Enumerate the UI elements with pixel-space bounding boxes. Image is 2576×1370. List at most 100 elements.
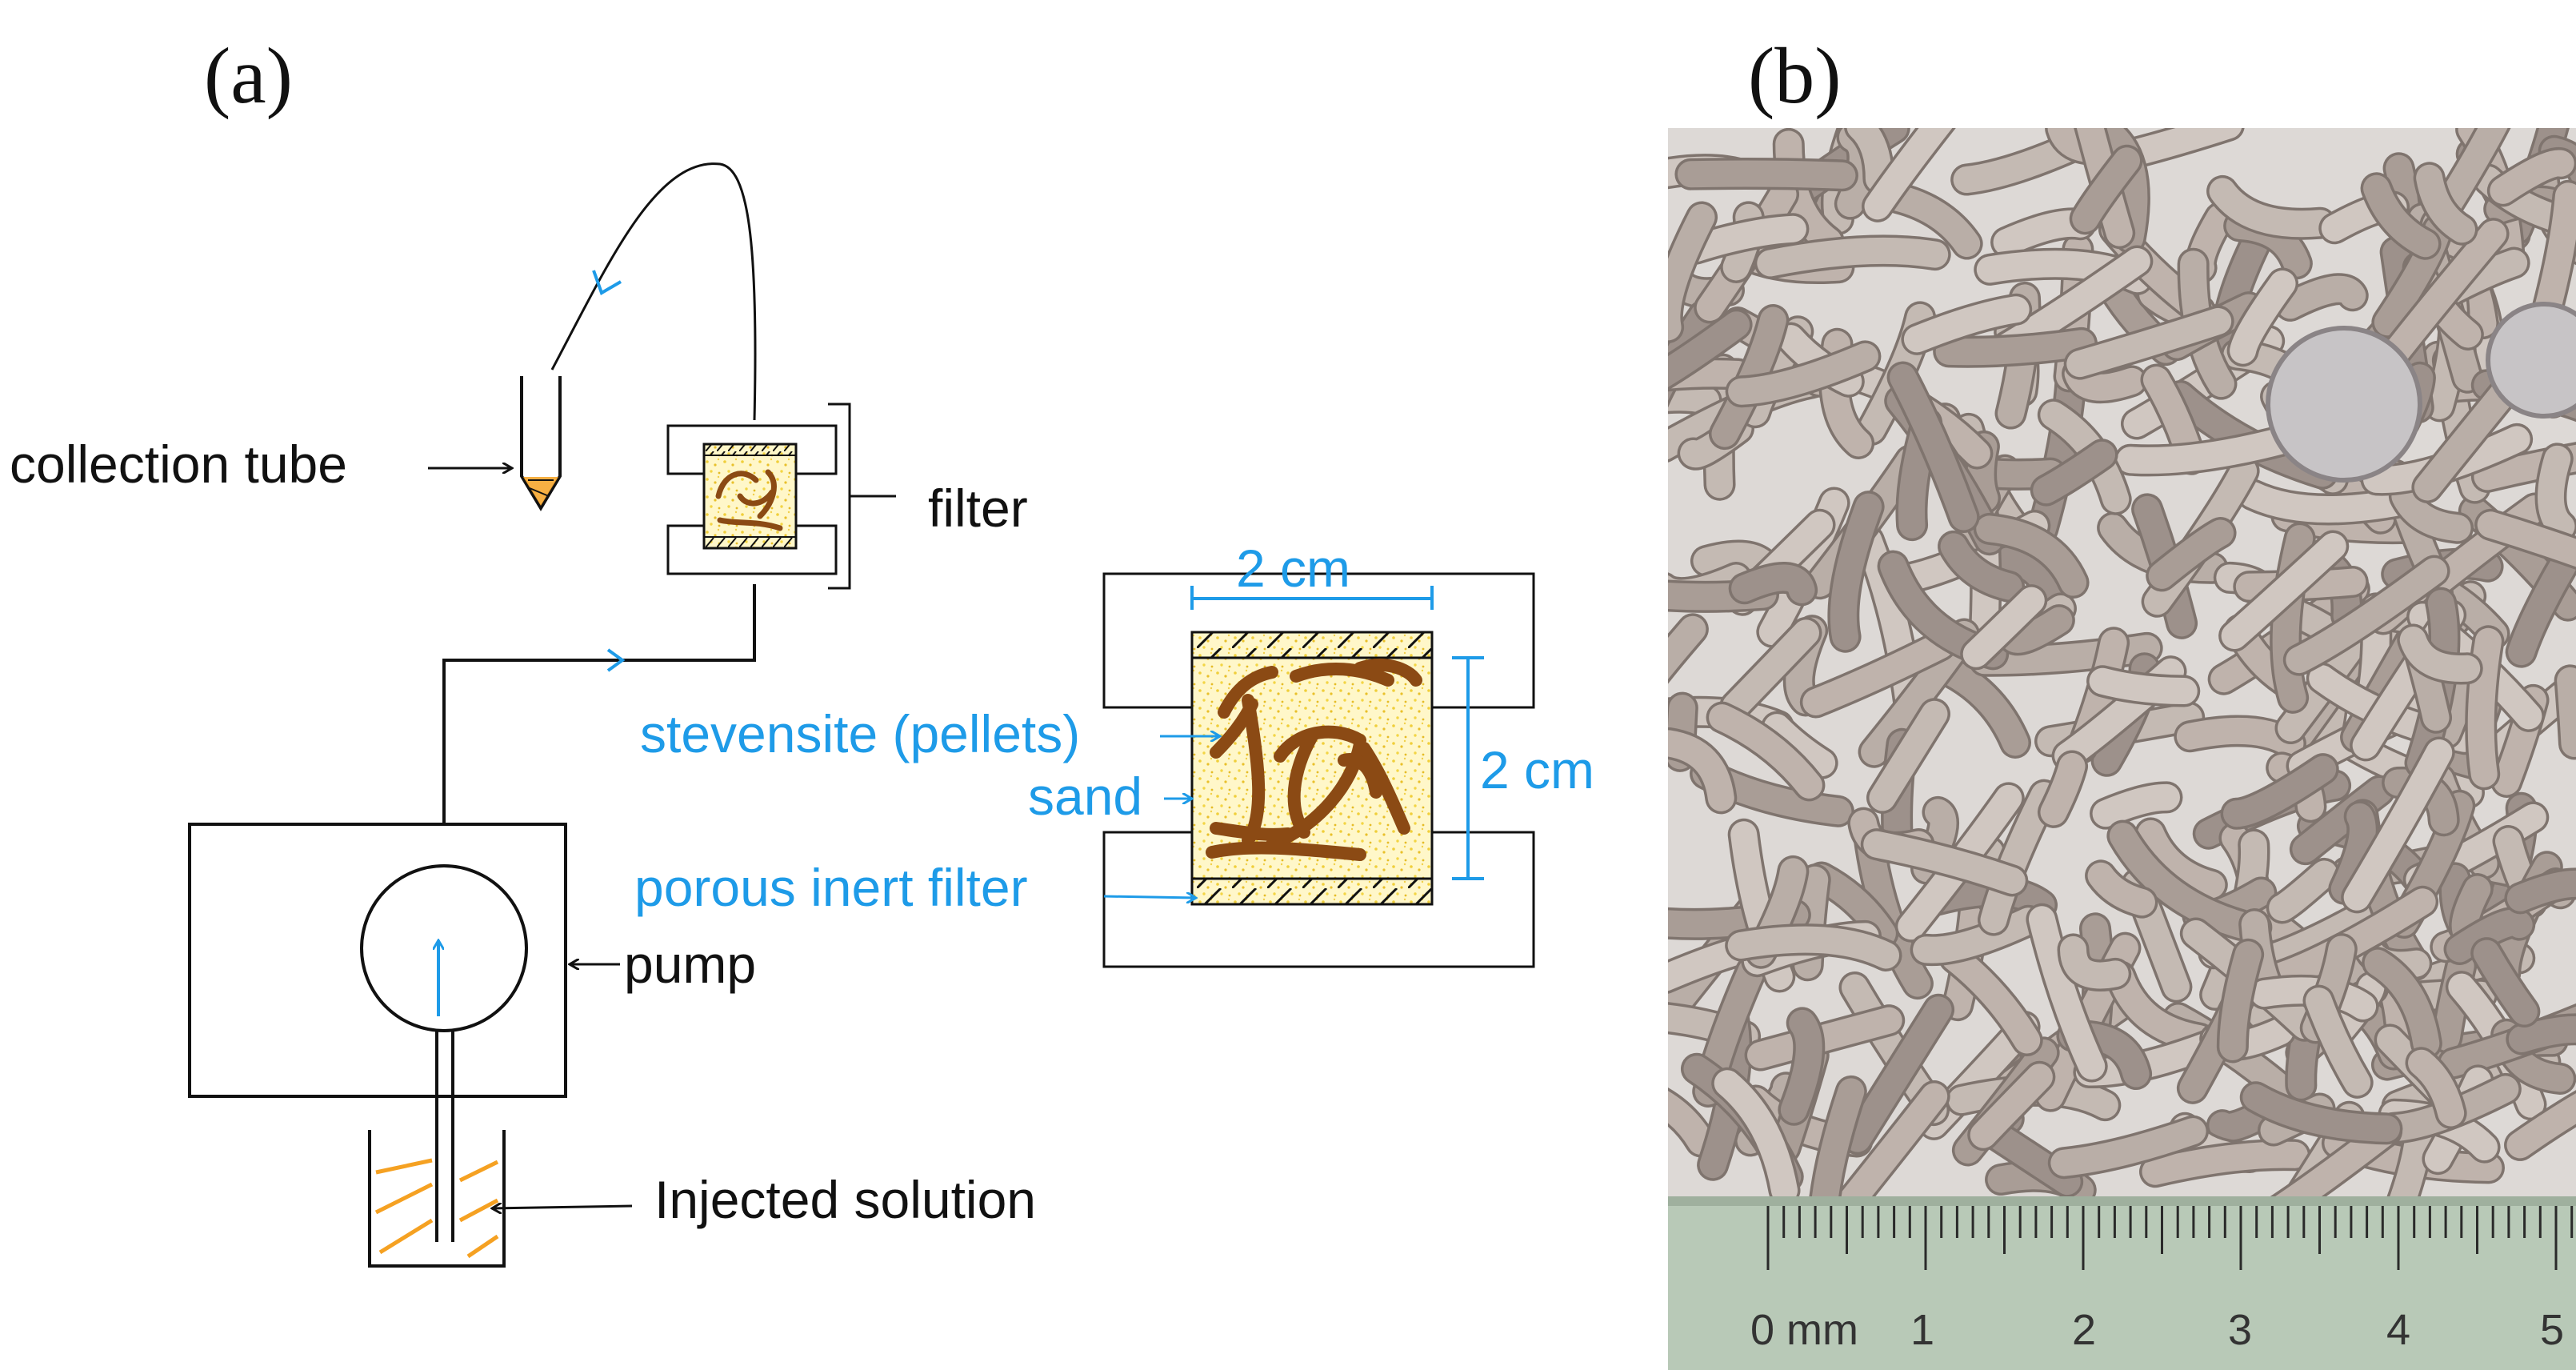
pellet-highlight	[2506, 1093, 2576, 1159]
pellet-highlight	[1722, 619, 1819, 719]
collection-tube-label: collection tube	[10, 435, 347, 494]
tubing-filter-to-tube	[550, 162, 757, 421]
pellet-highlight	[2286, 558, 2448, 674]
pellet-highlight	[2117, 427, 2298, 474]
pellet-highlight	[2508, 1015, 2576, 1053]
sand-label: sand	[1028, 767, 1142, 826]
pellet-highlight	[2490, 150, 2574, 204]
pellet-highlight	[2148, 519, 2234, 589]
pellet-highlight	[1802, 631, 1954, 715]
pellet-highlight	[2269, 860, 2338, 921]
pellet-highlight	[1863, 831, 2026, 894]
pellet-highlight	[2508, 543, 2576, 666]
pellet-highlight	[1714, 1070, 1798, 1204]
ruler-number-5: 5	[2540, 1306, 2564, 1354]
pellet-highlight	[1970, 1064, 2053, 1148]
pellet-highlight	[2391, 483, 2471, 542]
flow-arrow-icon	[606, 648, 626, 672]
pellet-highlight	[1682, 215, 1806, 262]
pellet-highlight	[1711, 306, 1786, 447]
pellet-highlight	[2142, 1141, 2308, 1185]
pellet-highlight	[2137, 819, 2226, 899]
pellet-highlight	[1980, 782, 2058, 934]
pellet-highlight	[1668, 302, 1717, 402]
pellet-highlight	[1668, 384, 1720, 414]
pellet-highlight	[2467, 627, 2502, 787]
pellet-highlight	[2364, 949, 2440, 1057]
pellet-clump	[2486, 302, 2576, 419]
pellet-highlight	[1941, 944, 2041, 1054]
pellet-highlight	[1668, 615, 1706, 679]
pellet-highlight	[1747, 1007, 1902, 1069]
injected-solution-arrow	[492, 1206, 633, 1208]
pellet-highlight	[2532, 182, 2576, 330]
injected-solution-label: Injected solution	[654, 1170, 1036, 1229]
pellet-highlight	[2089, 667, 2198, 705]
pellet-highlight	[2277, 275, 2366, 319]
stevensite-pellets	[1206, 658, 1422, 861]
pellet-highlight	[2040, 752, 2086, 826]
pellet-highlight	[2221, 533, 2346, 650]
pellet-highlight	[2330, 803, 2376, 903]
pellet-highlight	[1709, 704, 1822, 799]
pellet-highlight	[1844, 996, 1952, 1152]
pellet-highlight	[2050, 1118, 2206, 1176]
pellet-highlight	[1757, 237, 1949, 277]
pellet-highlight	[1890, 364, 1978, 531]
pellet-photo: 0 mm 1 2 3 4 5	[1668, 128, 2576, 1370]
pellet-highlight	[2230, 270, 2296, 364]
pellet-highlight	[2506, 870, 2576, 911]
pellet-highlight	[2028, 906, 2106, 1080]
solution-beaker	[368, 1130, 506, 1268]
panel-b-label: (b)	[1748, 31, 1842, 120]
pellet-highlight	[2109, 823, 2254, 939]
pellet-highlight	[1728, 342, 1878, 405]
ruler-number-4: 4	[2386, 1306, 2410, 1354]
ruler-unit-label: 0 mm	[1750, 1306, 1858, 1354]
pellet-highlight	[1668, 203, 1715, 341]
flow-arrow-icon	[592, 270, 622, 295]
pellet-highlight	[1864, 128, 1953, 220]
pellet-highlight	[1913, 907, 2042, 963]
pellet-pile	[1668, 128, 2576, 1262]
pellet-highlight	[1780, 1009, 1822, 1124]
pump	[188, 823, 567, 1242]
pellet-highlight	[1855, 527, 1922, 716]
pellet-highlight	[1677, 160, 1856, 189]
pellet-highlight	[1846, 128, 1892, 193]
pellet-highlight	[2072, 147, 2141, 232]
ruler-number-2: 2	[2072, 1306, 2096, 1354]
pellet-highlight	[1940, 533, 2022, 600]
pellet-highlight	[1884, 184, 1981, 258]
pellet-highlight	[2066, 307, 2232, 378]
filter-assembly	[666, 424, 838, 575]
pellet-highlight	[2416, 164, 2475, 243]
tubing-pump-to-filter	[442, 584, 756, 824]
pellet-highlight	[2363, 174, 2439, 258]
pellet-highlight	[2305, 987, 2371, 1096]
pellet-highlight	[2242, 1084, 2400, 1142]
width-label: 2 cm	[1236, 539, 1350, 598]
ruler: 0 mm 1 2 3 4 5	[1668, 1196, 2576, 1370]
pellet-highlight	[1994, 547, 2062, 611]
pellet-highlight	[2557, 667, 2576, 757]
pellet-highlight	[1727, 926, 1900, 969]
bottom-porous-filter	[1190, 877, 1434, 906]
pellet-highlight	[2107, 963, 2213, 1052]
pellet-highlight	[1668, 1091, 1714, 1155]
pellet-highlight	[1962, 587, 2045, 667]
pellet-highlight	[1731, 564, 1815, 603]
pellet-highlight	[2343, 739, 2453, 911]
stevensite-label: stevensite (pellets)	[640, 704, 1080, 763]
top-porous-filter	[1190, 631, 1434, 659]
collection-tube	[520, 376, 562, 511]
pellet-highlight	[2223, 755, 2337, 827]
pellet-highlight	[1668, 730, 1734, 811]
pellet-clump	[2266, 326, 2422, 483]
pump-label: pump	[624, 935, 756, 994]
pellet-highlight	[1976, 515, 2087, 596]
pellet-highlight	[1869, 700, 1948, 811]
pellet-highlight	[2537, 445, 2575, 540]
pellet-highlight	[2239, 481, 2417, 523]
